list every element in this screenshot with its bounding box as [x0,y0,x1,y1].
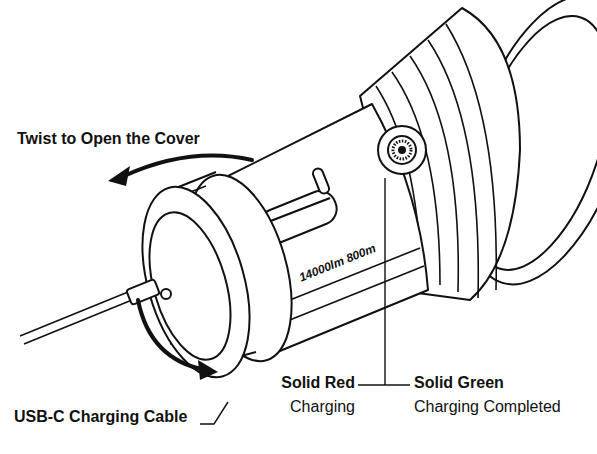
status-label: Solid Red [281,374,355,392]
indicator-button-ring [378,126,426,174]
arrow-head [108,166,130,186]
callout-text: USB-C Charging Cable [14,408,187,426]
cap-socket [161,289,171,299]
callout-text: Twist to Open the Cover [17,130,200,148]
status-label: Solid Green [414,374,504,392]
leader-line [200,178,410,424]
slide-bar [268,198,330,222]
cap-face [123,175,269,390]
arrow-head [198,360,218,380]
indicator-knurl [393,141,411,159]
status-description: Charging Completed [414,398,561,416]
twist-arrow [124,156,252,370]
indicator-led [399,147,405,153]
usb-port-slot [311,167,330,195]
status-description: Charging [290,398,355,416]
usb-c-cable [20,292,132,344]
usb-c-plug [126,279,160,305]
indicator-button [388,136,416,164]
